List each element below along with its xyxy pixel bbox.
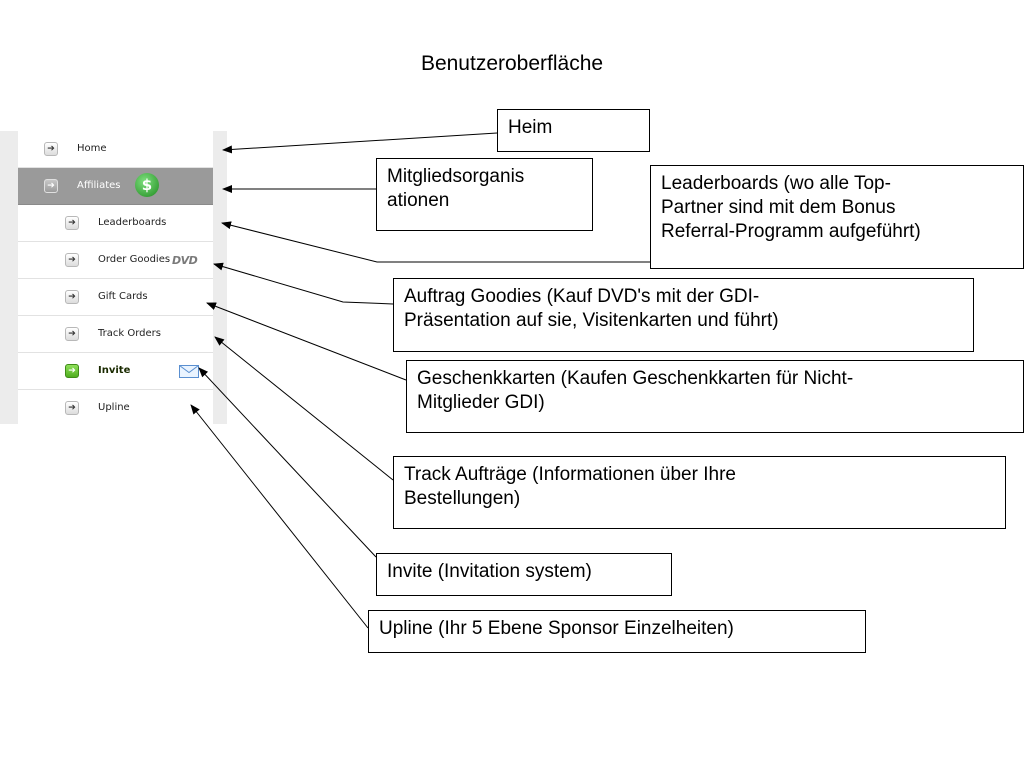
arrow-right-icon[interactable]: ➔ xyxy=(65,290,79,304)
callout-invite: Invite (Invitation system) xyxy=(376,553,672,596)
mail-icon xyxy=(179,365,199,378)
dollar-icon: $ xyxy=(135,173,159,197)
arrow-gift-cards xyxy=(206,302,407,381)
slide-title: Benutzeroberfläche xyxy=(420,52,604,75)
callout-text: Invite (Invitation system) xyxy=(387,561,592,582)
menu-item-home[interactable]: ➔ Home xyxy=(18,131,213,168)
arrow-right-icon[interactable]: ➔ xyxy=(65,327,79,341)
callout-text: Track Aufträge (Informationen über Ihre xyxy=(404,464,736,485)
arrow-right-icon[interactable]: ➔ xyxy=(65,253,79,267)
callout-text: ationen xyxy=(387,190,450,211)
callout-text: Mitgliedsorganis xyxy=(387,166,525,187)
callout-track-orders: Track Aufträge (Informationen über Ihre … xyxy=(393,456,1006,529)
arrow-right-icon[interactable]: ➔ xyxy=(65,216,79,230)
arrow-right-icon[interactable]: ➔ xyxy=(44,142,58,156)
callout-gift-cards: Geschenkkarten (Kaufen Geschenkkarten fü… xyxy=(406,360,1024,433)
menu-left-gutter xyxy=(0,131,18,424)
callout-text: Upline (Ihr 5 Ebene Sponsor Einzelheiten… xyxy=(379,618,734,639)
menu-item-leaderboards[interactable]: ➔ Leaderboards xyxy=(18,205,213,242)
callout-order-goodies: Auftrag Goodies (Kauf DVD's mit der GDI-… xyxy=(393,278,974,352)
callout-text: Geschenkkarten (Kaufen Geschenkkarten fü… xyxy=(417,368,854,389)
menu-item-track-orders[interactable]: ➔ Track Orders xyxy=(18,316,213,353)
menu-item-label: Affiliates xyxy=(77,180,121,191)
menu-item-label: Track Orders xyxy=(98,328,161,339)
callout-mitgliedsorganisationen: Mitgliedsorganis ationen xyxy=(376,158,593,231)
menu-item-label: Order Goodies xyxy=(98,254,171,265)
menu-item-gift-cards[interactable]: ➔ Gift Cards xyxy=(18,279,213,316)
menu-item-invite[interactable]: ➔ Invite xyxy=(18,353,213,390)
dvd-icon: DVD xyxy=(172,254,198,267)
callout-upline: Upline (Ihr 5 Ebene Sponsor Einzelheiten… xyxy=(368,610,866,653)
arrow-invite xyxy=(198,367,377,558)
arrow-right-icon[interactable]: ➔ xyxy=(44,179,58,193)
callout-text: Bestellungen) xyxy=(404,488,521,509)
arrow-heim xyxy=(222,132,498,154)
menu-right-gutter xyxy=(213,131,227,424)
callout-text: Mitglieder GDI) xyxy=(417,392,545,413)
menu-item-upline[interactable]: ➔ Upline xyxy=(18,390,213,427)
menu-item-label: Gift Cards xyxy=(98,291,148,302)
arrow-right-icon[interactable]: ➔ xyxy=(65,401,79,415)
arrow-track-orders xyxy=(214,336,394,481)
callout-text: Auftrag Goodies (Kauf DVD's mit der GDI- xyxy=(404,286,760,307)
navigation-menu: ➔ Home ➔ Affiliates $ ➔ Leaderboards ➔ O… xyxy=(0,131,227,424)
menu-item-label: Leaderboards xyxy=(98,217,167,228)
callout-text: Präsentation auf sie, Visitenkarten und … xyxy=(404,310,779,331)
arrow-right-icon[interactable]: ➔ xyxy=(65,364,79,378)
callout-text: Partner sind mit dem Bonus xyxy=(661,197,896,218)
callout-leaderboards: Leaderboards (wo alle Top- Partner sind … xyxy=(650,165,1024,269)
callout-text: Leaderboards (wo alle Top- xyxy=(661,173,891,194)
arrow-upline xyxy=(190,404,369,629)
arrow-leaderboards xyxy=(221,221,650,263)
menu-item-affiliates[interactable]: ➔ Affiliates $ xyxy=(18,168,213,205)
arrow-order-goodies xyxy=(213,262,394,305)
menu-item-order-goodies[interactable]: ➔ Order Goodies DVD xyxy=(18,242,213,279)
menu-item-label: Invite xyxy=(98,365,131,376)
callout-heim: Heim xyxy=(497,109,650,152)
menu-item-label: Upline xyxy=(98,402,130,413)
callout-text: Referral-Programm aufgeführt) xyxy=(661,221,921,242)
callout-text: Heim xyxy=(508,117,553,138)
menu-item-label: Home xyxy=(77,143,107,154)
